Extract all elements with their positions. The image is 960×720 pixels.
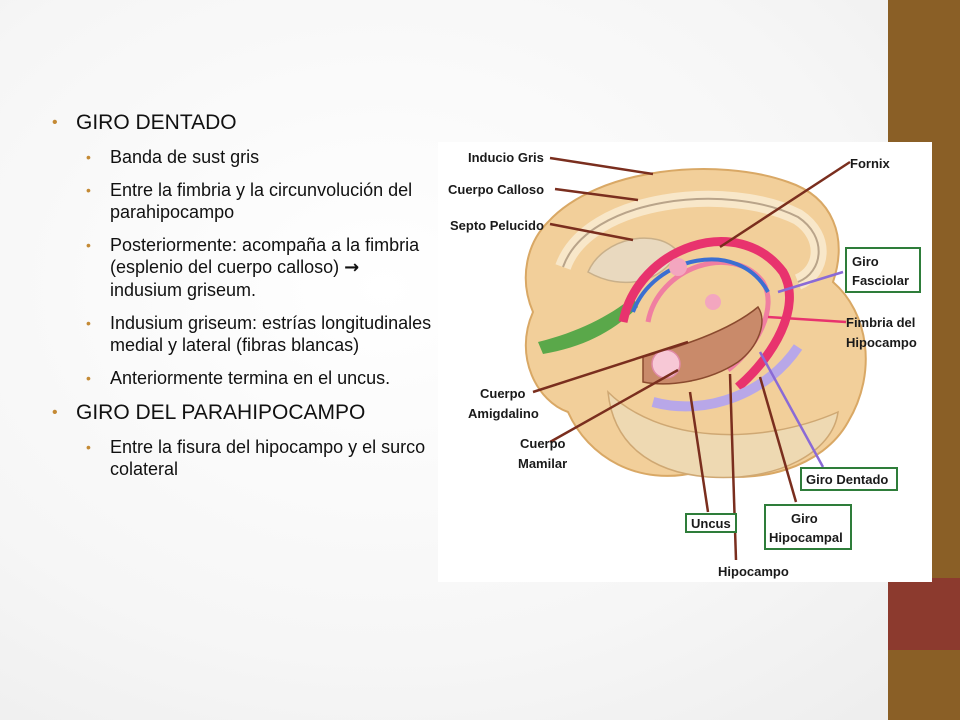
bullet-text: GIRO DENTADO	[76, 111, 237, 134]
bullet-list: • GIRO DENTADO • Banda de sust gris • En…	[50, 110, 435, 491]
leader-line-purple	[777, 270, 844, 294]
sub-bullet: • Posteriormente: acompaña a la fimbria …	[76, 234, 435, 301]
label-amigdalino-1: Cuerpo	[480, 386, 526, 401]
label-giro-hipocampal-2: Hipocampal	[769, 530, 843, 545]
bullet-dot: •	[52, 404, 58, 421]
leader-line	[549, 222, 634, 242]
leader-line-purple	[758, 351, 825, 468]
label-uncus: Uncus	[691, 516, 731, 531]
bullet-dot: •	[86, 315, 91, 331]
label-septo-pelucido: Septo Pelucido	[450, 218, 544, 233]
leader-line-pink	[767, 315, 847, 324]
label-cuerpo-calloso: Cuerpo Calloso	[448, 182, 544, 197]
label-box-giro-hipocampal	[764, 504, 852, 550]
sub-bullet: • Banda de sust gris	[76, 146, 435, 168]
label-fimbria-1: Fimbria del	[846, 315, 915, 330]
sub-bullet-text: Entre la fisura del hipocampo y el surco…	[110, 437, 426, 479]
leader-line	[549, 156, 654, 176]
side-accent-block	[888, 578, 960, 650]
sub-bullet: • Entre la fisura del hipocampo y el sur…	[76, 436, 435, 480]
sub-bullet-text: Anteriormente termina en el uncus.	[110, 368, 391, 388]
amygdala-body	[651, 349, 681, 379]
leader-line	[554, 187, 639, 202]
lavender-arc	[651, 344, 803, 412]
label-mamilar-1: Cuerpo	[520, 436, 566, 451]
label-box-giro-dentado	[800, 467, 898, 491]
sub-bullet-text-suffix: indusium griseum.	[110, 280, 257, 300]
sub-bullet: • Anteriormente termina en el uncus.	[76, 367, 435, 389]
sub-bullet: • Entre la fimbria y la circunvolución d…	[76, 179, 435, 223]
bullet-dot: •	[86, 439, 91, 455]
leader-line	[549, 368, 679, 444]
label-inducio-gris: Inducio Gris	[468, 150, 544, 165]
brain-figure: Inducio Gris Cuerpo Calloso Septo Peluci…	[438, 142, 932, 582]
brain-illustration: Inducio Gris Cuerpo Calloso Septo Peluci…	[448, 150, 921, 579]
blue-arc	[631, 257, 770, 313]
label-giro-fasciolar-1: Giro	[852, 254, 879, 269]
bullet-giro-parahipocampo: • GIRO DEL PARAHIPOCAMPO	[50, 400, 435, 426]
leader-line	[532, 340, 689, 394]
corpus-callosum-outline	[562, 197, 820, 283]
label-hipocampo: Hipocampo	[718, 564, 789, 579]
bullet-dot: •	[86, 370, 91, 386]
sub-bullet-text: Indusium griseum: estrías longitudinales…	[110, 313, 432, 355]
sub-bullet: • Indusium griseum: estrías longitudinal…	[76, 312, 435, 356]
bullet-giro-dentado: • GIRO DENTADO	[50, 110, 435, 136]
label-giro-fasciolar-2: Fasciolar	[852, 273, 909, 288]
nucleus	[669, 258, 687, 276]
bullet-dot: •	[86, 182, 91, 198]
label-giro-dentado: Giro Dentado	[806, 472, 888, 487]
leader-line	[688, 391, 710, 513]
leader-line	[758, 376, 798, 503]
label-amigdalino-2: Amigdalino	[468, 406, 539, 421]
label-fimbria-2: Hipocampo	[846, 335, 917, 350]
label-box-giro-fasciolar	[845, 247, 921, 293]
bullet-text: GIRO DEL PARAHIPOCAMPO	[76, 401, 366, 424]
bullet-dot: •	[86, 237, 91, 253]
sub-bullet-text: Posteriormente: acompaña a la fimbria (e…	[110, 235, 420, 277]
fornix-arc	[618, 237, 794, 391]
right-arrow-icon: →	[344, 257, 360, 278]
label-giro-hipocampal-1: Giro	[791, 511, 818, 526]
label-mamilar-2: Mamilar	[518, 456, 567, 471]
sub-bullet-text: Entre la fimbria y la circunvolución del…	[110, 180, 413, 222]
bullet-dot: •	[86, 149, 91, 165]
nucleus	[705, 294, 721, 310]
label-box-uncus	[685, 513, 737, 533]
leader-line	[719, 160, 851, 249]
sub-bullet-text: Banda de sust gris	[110, 147, 260, 167]
bullet-dot: •	[52, 114, 58, 131]
olfactory-structure	[538, 297, 638, 354]
label-fornix: Fornix	[850, 156, 890, 171]
